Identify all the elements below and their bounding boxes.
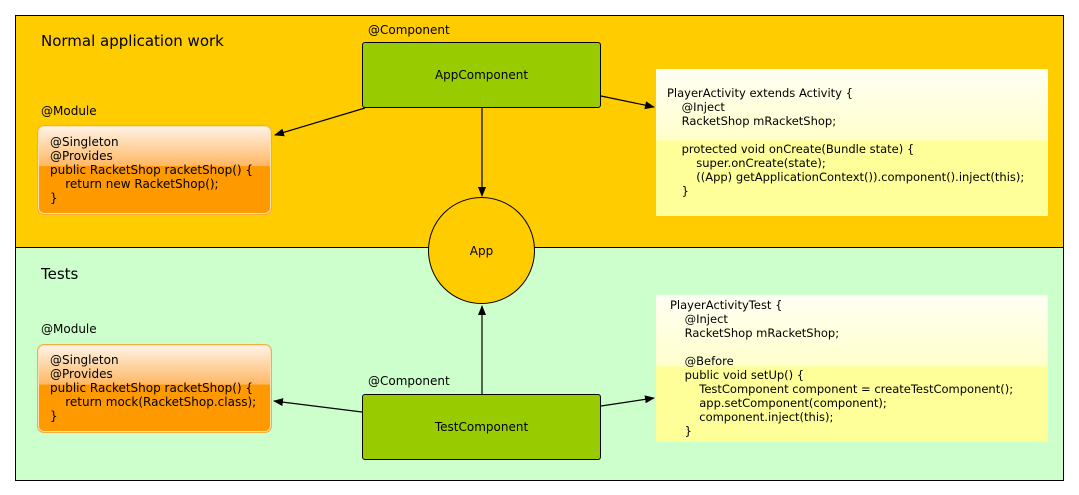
code-line: @Provides: [50, 367, 113, 381]
code-line: public RacketShop racketShop() {: [50, 381, 254, 395]
module-box-bottom: @Singleton @Provides public RacketShop r…: [37, 344, 272, 433]
app-component-node: AppComponent: [362, 42, 601, 108]
test-component-node: TestComponent: [362, 394, 601, 460]
code-line: PlayerActivityTest {: [670, 298, 783, 312]
arrow-testcomponent-to-module: [273, 398, 363, 413]
module-annotation-top: @Module: [41, 104, 97, 118]
module-annotation-bottom: @Module: [41, 322, 97, 336]
code-line: }: [50, 409, 58, 423]
code-line: }: [670, 424, 692, 438]
code-line: app.setComponent(component);: [670, 396, 887, 410]
code-line: TestComponent component = createTestComp…: [670, 382, 1014, 396]
component-annotation-bottom: @Component: [368, 374, 450, 388]
code-line: }: [50, 191, 58, 205]
arrow-appcomponent-to-module: [274, 107, 366, 137]
player-activity-test-code-box: PlayerActivityTest { @Inject RacketShop …: [656, 295, 1048, 442]
code-line: public RacketShop racketShop() {: [50, 163, 254, 177]
code-line: }: [667, 184, 689, 198]
code-line: RacketShop mRacketShop;: [670, 326, 840, 340]
code-line: @Inject: [667, 100, 725, 114]
test-component-label: TestComponent: [434, 420, 529, 434]
component-annotation-top: @Component: [368, 23, 450, 37]
code-line: @Inject: [670, 312, 728, 326]
code-line: super.onCreate(state);: [667, 156, 826, 170]
app-component-label: AppComponent: [434, 68, 529, 82]
arrow-appcomponent-to-activity: [600, 95, 655, 110]
tests-title: Tests: [41, 265, 79, 283]
code-line: RacketShop mRacketShop;: [667, 114, 837, 128]
code-line: @Singleton: [50, 135, 119, 149]
code-line: protected void onCreate(Bundle state) {: [667, 142, 915, 156]
normal-work-title: Normal application work: [41, 32, 224, 50]
code-line: @Provides: [50, 149, 113, 163]
code-line: return mock(RacketShop.class);: [50, 395, 257, 409]
app-label: App: [469, 243, 494, 258]
player-activity-code-box: PlayerActivity extends Activity { @Injec…: [656, 69, 1048, 216]
code-line: public void setUp() {: [670, 368, 805, 382]
app-node: App: [428, 197, 535, 304]
code-line: return new RacketShop();: [50, 177, 219, 191]
code-line: @Before: [670, 354, 734, 368]
arrow-testcomponent-to-test: [600, 395, 655, 407]
module-box-top: @Singleton @Provides public RacketShop r…: [37, 125, 272, 215]
code-line: ((App) getApplicationContext()).componen…: [667, 170, 1025, 184]
code-line: component.inject(this);: [670, 410, 834, 424]
code-line: @Singleton: [50, 353, 119, 367]
code-line: PlayerActivity extends Activity {: [667, 86, 853, 100]
